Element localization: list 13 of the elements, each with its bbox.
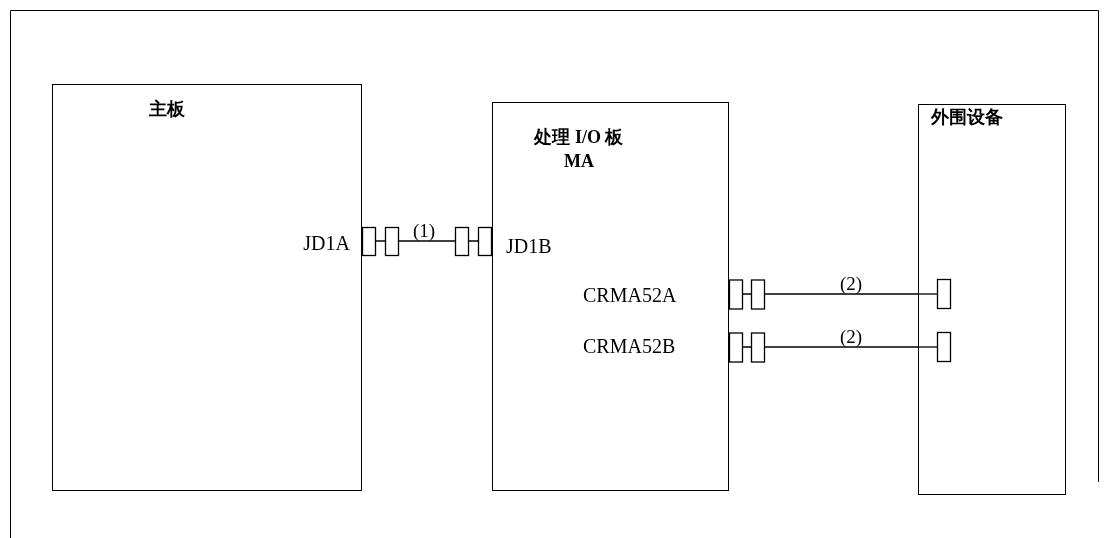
board-title: 主板 [149, 98, 186, 121]
board-box [52, 84, 362, 491]
board-box [918, 104, 1066, 495]
cable-label: (1) [413, 221, 436, 241]
board-box [492, 102, 729, 491]
port-label: CRMA52B [583, 335, 676, 357]
port-label: JD1A [303, 232, 350, 254]
port-label: CRMA52A [583, 284, 677, 306]
port-label: JD1B [506, 235, 552, 257]
cable-label: (2) [840, 327, 863, 347]
cable-label: (2) [840, 274, 863, 294]
board-title: 外围设备 [931, 106, 1004, 129]
board-title: 处理 I/O 板 MA [532, 126, 625, 173]
